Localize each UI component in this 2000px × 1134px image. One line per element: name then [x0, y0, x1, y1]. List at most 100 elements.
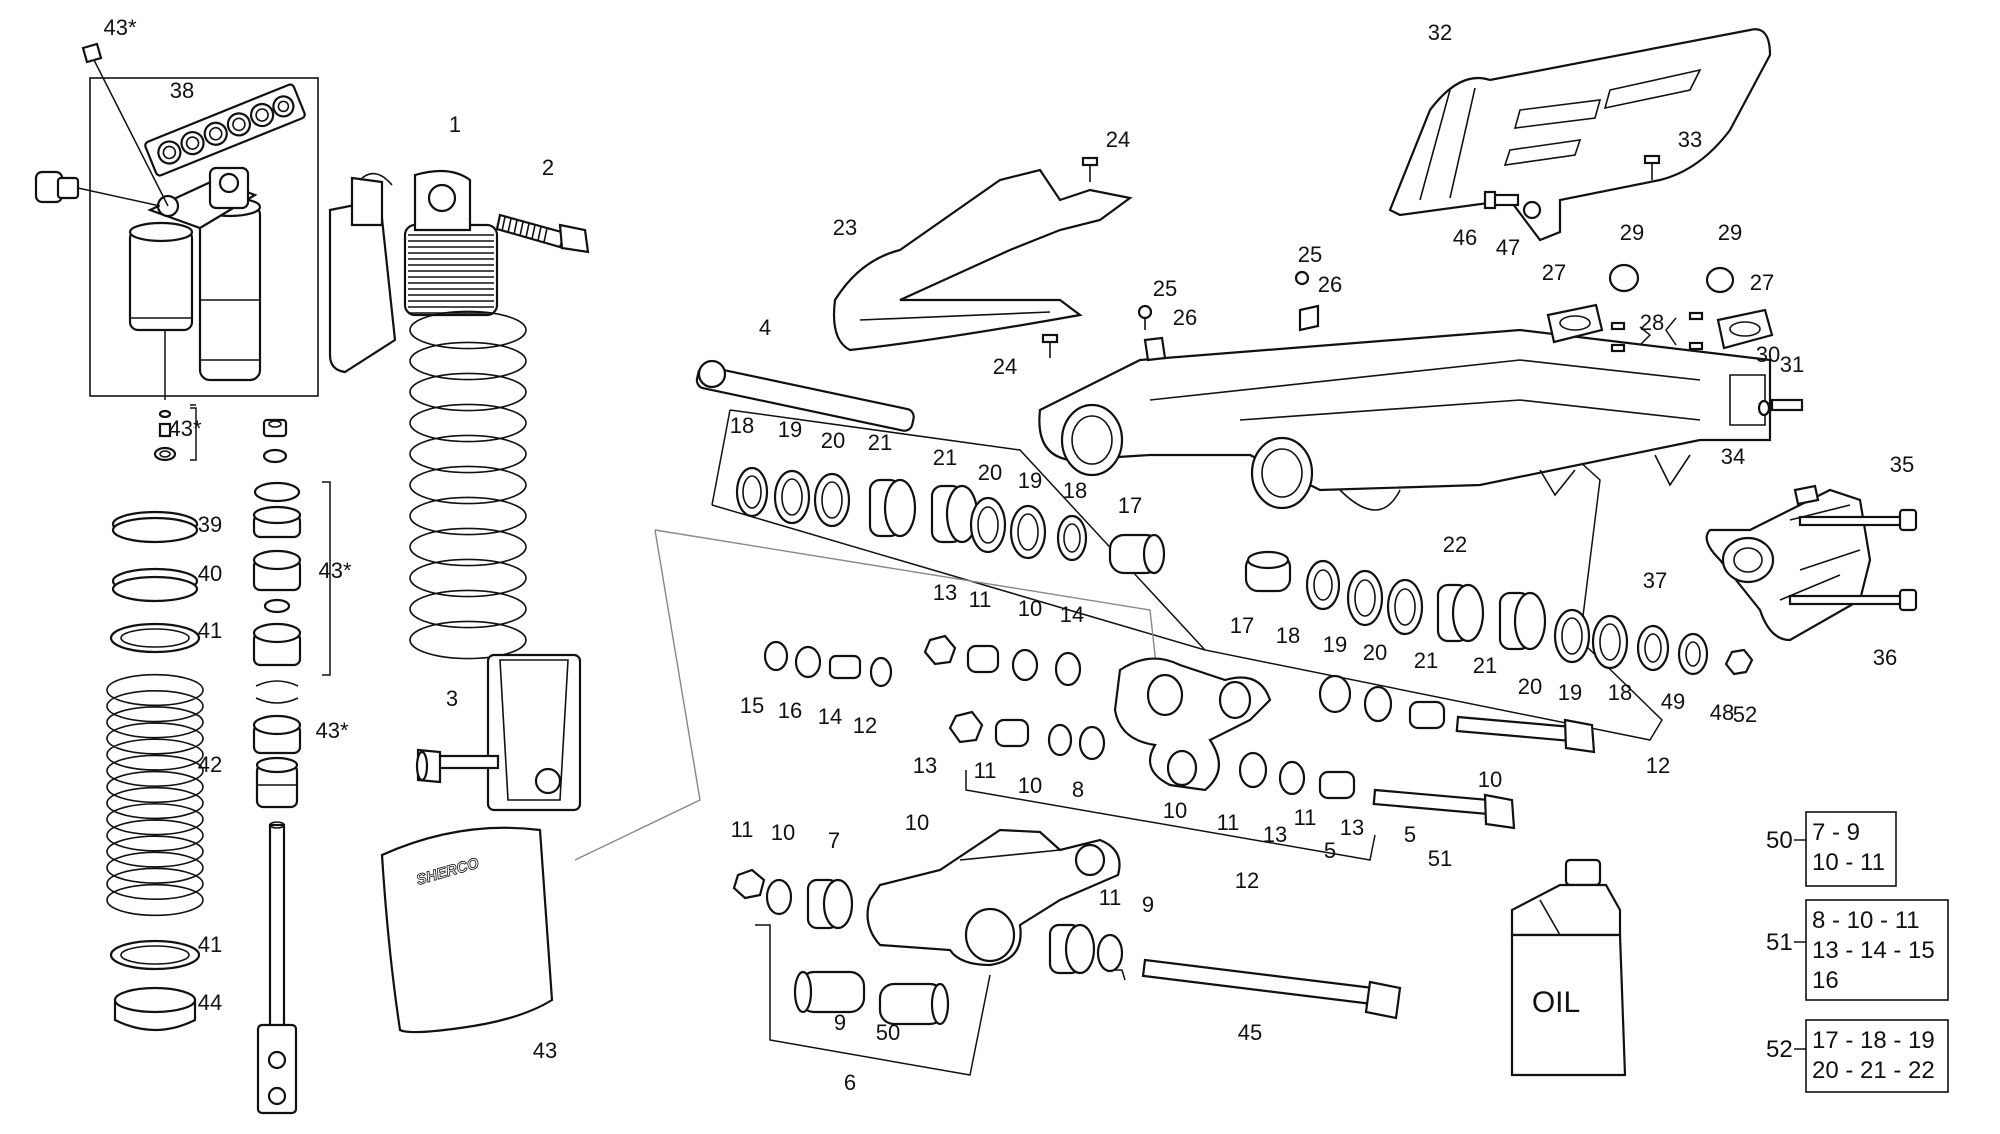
chain-slider: [832, 168, 1133, 352]
part-number-label: 11: [1294, 805, 1317, 830]
oil-bottle: OIL: [1510, 858, 1627, 1077]
cap-part: [81, 42, 103, 64]
part-number-label: 10: [1018, 773, 1042, 798]
part-number-label: 11: [731, 817, 754, 842]
part-number-label: 43*: [168, 416, 201, 441]
part-number-label: 26: [1318, 272, 1342, 297]
damper-parts: [190, 404, 331, 1115]
part-number-label: 12: [853, 713, 877, 738]
part-number-label: 18: [1063, 478, 1087, 503]
part-number-label: 39: [198, 512, 222, 537]
small-valve-parts: [153, 407, 288, 464]
part-number-label: 41: [198, 618, 222, 643]
part-number-label: 41: [198, 932, 222, 957]
part-number-label: 25: [1153, 276, 1177, 301]
part-number-label: 43*: [315, 718, 348, 743]
part-number-label: 47: [1496, 235, 1520, 260]
part-number-label: 13: [933, 580, 957, 605]
part-number-label: 37: [1643, 568, 1667, 593]
spring-stack: [106, 510, 204, 1032]
part-number-label: 11: [974, 758, 997, 783]
chain-adjusters: [1546, 263, 1774, 353]
part-number-label: 18: [1276, 623, 1300, 648]
kit-ref: 51: [1766, 929, 1793, 956]
part-number-label: 24: [1106, 127, 1130, 152]
part-number-label: 20: [821, 428, 845, 453]
bolt-part: [415, 748, 500, 784]
oil-label: OIL: [1532, 986, 1580, 1019]
part-number-label: 12: [1646, 753, 1670, 778]
part-number-label: 5: [1324, 838, 1336, 863]
chain-guard: [1388, 28, 1772, 242]
part-number-label: 17: [1230, 613, 1254, 638]
part-number-label: 26: [1173, 305, 1197, 330]
swingarm-axle: [695, 359, 915, 432]
part-number-label: 51: [1428, 846, 1452, 871]
adjuster-bolts: [1757, 398, 1804, 417]
part-number-label: 8: [1072, 777, 1084, 802]
part-number-label: 3: [446, 686, 458, 711]
part-number-label: 46: [1453, 225, 1477, 250]
part-number-label: 50: [876, 1020, 900, 1045]
small-screws: [1041, 156, 1320, 362]
part-number-label: 20: [978, 460, 1002, 485]
part-number-label: 18: [1608, 680, 1632, 705]
part-number-label: 23: [833, 215, 857, 240]
part-number-label: 5: [1404, 822, 1416, 847]
part-number-label: 43: [533, 1038, 557, 1063]
part-number-label: 43*: [103, 15, 136, 40]
part-number-label: 2: [542, 155, 554, 180]
part-number-label: 31: [1780, 352, 1804, 377]
part-number-label: 4: [759, 315, 771, 340]
kit-line: 16: [1812, 967, 1839, 994]
part-number-label: 6: [844, 1070, 856, 1095]
part-number-label: 12: [1235, 868, 1259, 893]
part-number-label: 15: [740, 693, 764, 718]
part-number-label: 38: [170, 78, 194, 103]
linkage-bolt-long: [1141, 958, 1402, 1020]
part-number-label: 11: [1217, 810, 1240, 835]
part-number-label: 35: [1890, 452, 1914, 477]
part-number-label: 10: [905, 810, 929, 835]
linkage-bearings-2: [1238, 674, 1446, 800]
part-number-label: 19: [1558, 680, 1582, 705]
part-number-label: 14: [1060, 602, 1084, 627]
part-number-label: 34: [1721, 444, 1745, 469]
linkage-link: [732, 828, 1124, 1026]
linkage-bolts: [1372, 715, 1596, 830]
part-number-label: 52: [1733, 702, 1757, 727]
part-number-label: 13: [1340, 815, 1364, 840]
kit-line: 8 - 10 - 11: [1812, 907, 1920, 934]
part-number-label: 9: [1142, 892, 1154, 917]
part-number-label: 11: [1099, 885, 1122, 910]
brake-caliper-bracket: [1705, 484, 1918, 642]
part-number-label: 30: [1756, 342, 1780, 367]
cover-bag: SHERCO: [380, 826, 554, 1034]
guard-screws: [1483, 154, 1661, 220]
part-number-label: 18: [730, 413, 754, 438]
part-number-label: 19: [1018, 468, 1042, 493]
part-number-label: 17: [1118, 493, 1142, 518]
part-number-label: 29: [1620, 220, 1644, 245]
part-number-label: 40: [198, 561, 222, 586]
part-number-label: 10: [1018, 596, 1042, 621]
kit-ref: 50: [1766, 827, 1793, 854]
part-number-label: 11: [969, 587, 992, 612]
part-number-label: 45: [1238, 1020, 1262, 1045]
part-number-label: 36: [1873, 645, 1897, 670]
swingarm: [1038, 328, 1772, 511]
linkage-rocker: [1113, 657, 1272, 792]
part-number-label: 21: [1414, 648, 1438, 673]
part-number-label: 21: [1473, 653, 1497, 678]
part-number-label: 21: [933, 445, 957, 470]
part-number-label: 48: [1710, 700, 1734, 725]
part-number-label: 7: [828, 828, 840, 853]
kit-line: 17 - 18 - 19: [1812, 1027, 1935, 1054]
part-number-label: 20: [1518, 674, 1542, 699]
bolt-part: [495, 213, 590, 254]
